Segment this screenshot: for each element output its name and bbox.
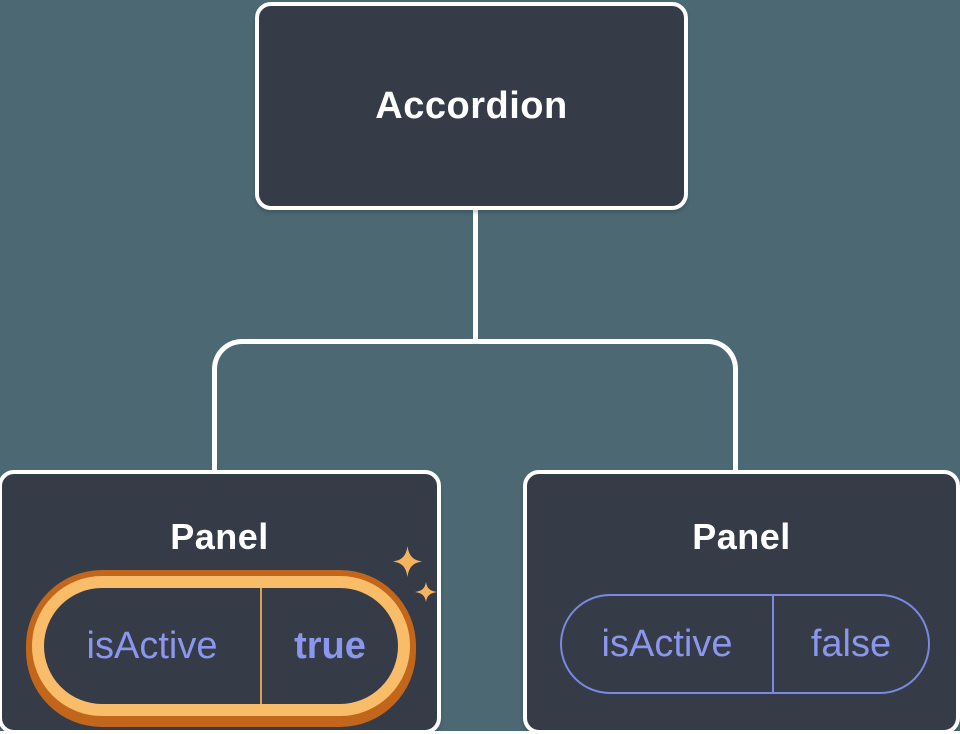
page-edge-strip [0, 731, 960, 734]
state-key-label: isActive [601, 622, 733, 665]
sparkle-icon [393, 546, 422, 577]
pill-divider [260, 588, 262, 704]
pill-divider [772, 596, 774, 692]
panel-node-label: Panel [692, 516, 791, 557]
accordion-node-label: Accordion [375, 84, 568, 127]
panel-node-label: Panel [170, 516, 269, 557]
tree-connector-branch [212, 339, 738, 471]
state-pill-inactive: isActive false [560, 594, 930, 694]
panel-node-active: Panel isActive true [0, 470, 441, 734]
accordion-node: Accordion [255, 2, 688, 210]
state-key-label: isActive [86, 624, 218, 667]
state-value-label: true [294, 624, 366, 667]
tree-connector-stem [473, 208, 478, 344]
sparkle-icon [415, 582, 437, 602]
panel-node-inactive: Panel isActive false [523, 470, 960, 734]
state-value-label: false [810, 622, 892, 665]
state-pill-active: isActive true [32, 576, 410, 716]
